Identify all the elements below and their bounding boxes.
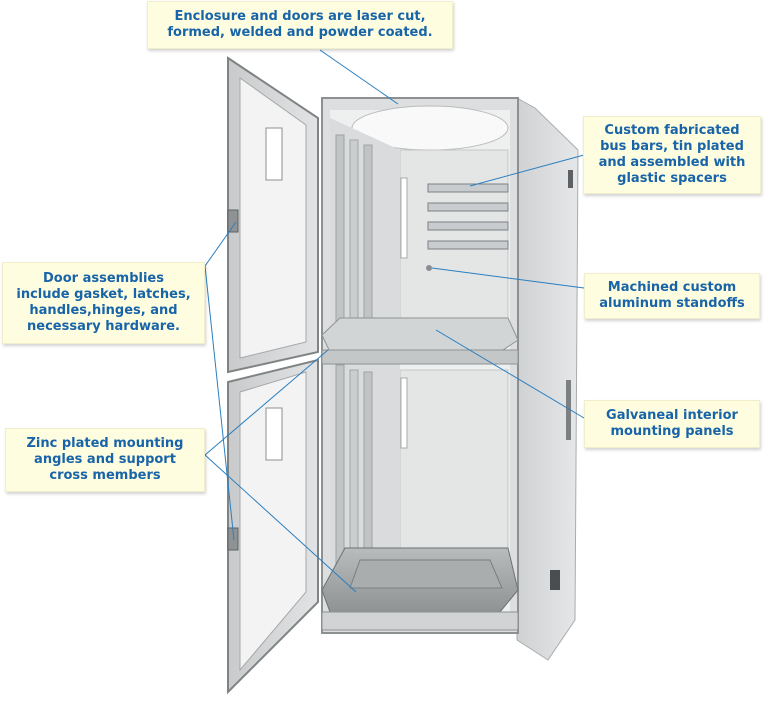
callout-galvaneal-line-2: mounting panels <box>610 424 734 439</box>
callout-enclosure: Enclosure and doors are laser cut, forme… <box>147 1 453 49</box>
callout-door-assemblies-line-1: Door assemblies <box>43 271 164 286</box>
callout-zinc-angles-line-2: angles and support <box>34 452 176 467</box>
callout-standoffs-line-1: Machined custom <box>607 280 737 295</box>
callout-door-assemblies-line-3: handles,hinges, and <box>29 303 178 318</box>
callout-door-assemblies: Door assemblies include gasket, latches,… <box>2 262 205 344</box>
callout-door-assemblies-line-2: include gasket, latches, <box>16 287 191 302</box>
lower-door <box>227 358 319 695</box>
callout-bus-bars: Custom fabricated bus bars, tin plated a… <box>583 116 761 194</box>
callout-zinc-angles-line-1: Zinc plated mounting <box>26 436 184 451</box>
callout-enclosure-line-1: Enclosure and doors are laser cut, <box>174 9 426 24</box>
callout-bus-bars-line-2: bus bars, tin plated <box>600 139 744 154</box>
bottom-mounting-panel <box>321 547 519 631</box>
callout-bus-bars-line-3: and assembled with <box>598 155 746 170</box>
callout-enclosure-line-2: formed, welded and powder coated. <box>167 25 433 40</box>
interior-back-wall <box>399 149 509 561</box>
upper-door <box>227 56 319 374</box>
leader-lines <box>204 49 585 593</box>
cabinet-side-panel <box>516 97 579 661</box>
callout-standoffs-line-2: aluminum standoffs <box>599 296 745 311</box>
callout-zinc-angles-line-3: cross members <box>49 468 161 483</box>
callout-bus-bars-line-1: Custom fabricated <box>604 123 740 138</box>
standoff <box>426 265 432 271</box>
middle-mounting-panel <box>321 317 519 365</box>
callout-bus-bars-line-4: glastic spacers <box>617 171 727 186</box>
callout-standoffs: Machined custom aluminum standoffs <box>584 273 760 319</box>
callout-zinc-angles: Zinc plated mounting angles and support … <box>5 428 205 492</box>
bus-bars <box>427 183 509 250</box>
callout-galvaneal: Galvaneal interior mounting panels <box>584 400 760 448</box>
callout-galvaneal-line-1: Galvaneal interior <box>606 408 738 423</box>
callout-door-assemblies-line-4: necessary hardware. <box>27 319 180 334</box>
